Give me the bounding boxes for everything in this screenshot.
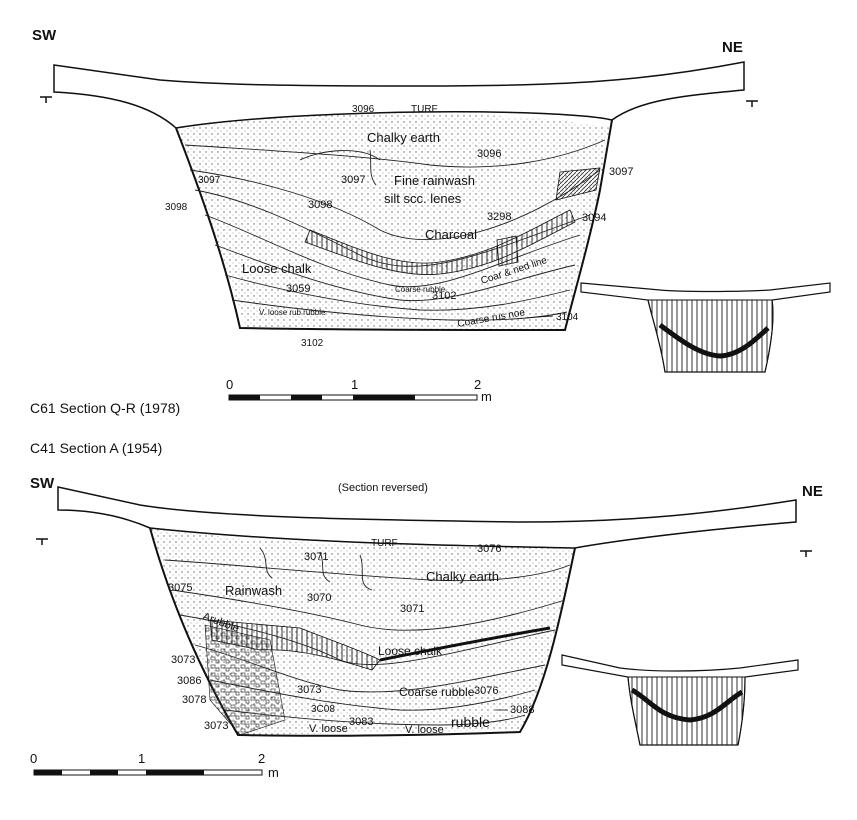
- label-3070: 3070: [307, 592, 331, 604]
- label-3094: 3094: [582, 212, 606, 224]
- turf-line-bottom: [57, 509, 797, 549]
- ditch-outline-bottom: [149, 527, 576, 737]
- label-3073c: 3073: [204, 720, 228, 732]
- hatched-band-bottom: [209, 619, 381, 671]
- label-3088: 3088: [510, 704, 534, 716]
- label-3102b: 3102: [301, 338, 324, 349]
- rubble-block-bottom: [204, 624, 286, 736]
- label-section-reversed: (Section reversed): [338, 482, 428, 494]
- label-3104: 3104: [556, 312, 579, 323]
- label-3098b: 3098: [308, 199, 332, 211]
- label-3073b: 3073: [297, 684, 321, 696]
- label-charcoal: Charcoal: [425, 227, 477, 242]
- label-3083: 3083: [349, 716, 373, 728]
- label-loose-chalk-bottom: Loose chalk: [378, 644, 443, 658]
- label-3c08: 3C08: [311, 704, 335, 715]
- scale-bottom-one: 1: [138, 751, 145, 766]
- scale-bottom-unit: m: [268, 765, 279, 780]
- caption-top-section: C61 Section Q-R (1978): [30, 400, 180, 416]
- datum-marker-left-bottom: [36, 538, 48, 545]
- scale-bottom-zero: 0: [30, 751, 37, 766]
- caption-bottom-section: C41 Section A (1954): [30, 440, 162, 456]
- label-3078: 3078: [182, 694, 206, 706]
- hatched-lens-3097-top: [555, 167, 601, 201]
- direction-sw-top: SW: [32, 27, 57, 44]
- label-3097c: 3097: [609, 166, 633, 178]
- datum-marker-left-top: [40, 96, 52, 103]
- label-3298: 3298: [487, 211, 511, 223]
- label-loose-chalk-top: Loose chalk: [242, 261, 312, 276]
- label-3096b: 3096: [477, 148, 501, 160]
- direction-ne-top: NE: [722, 39, 743, 56]
- label-3086: 3086: [177, 675, 201, 687]
- label-rainwash: Rainwash: [225, 583, 282, 598]
- datum-marker-right-top: [746, 100, 758, 107]
- ditch-fill-texture-top: [176, 112, 610, 330]
- label-chalky-earth-top: Chalky earth: [367, 130, 440, 145]
- section-bottom: C41 Section A (1954) (Section reversed) …: [30, 440, 823, 780]
- label-3075: 3075: [168, 582, 192, 594]
- label-chalky-earth-bottom: Chalky earth: [426, 569, 499, 584]
- section-top: SW NE 3096 TURF Chalky e: [30, 27, 831, 416]
- label-3071b: 3071: [400, 603, 424, 615]
- label-silt-lenses: silt scc. lenes: [384, 191, 462, 206]
- scale-bar-top: 0 1 2 m: [226, 377, 492, 404]
- scale-top-zero: 0: [226, 377, 233, 392]
- label-fine-rainwash: Fine rainwash: [394, 173, 475, 188]
- label-3102a: 3102: [432, 290, 456, 302]
- ditch-outline-top: [175, 119, 613, 332]
- label-3096-turf-num: 3096: [352, 104, 375, 115]
- leader-3104: [524, 315, 554, 319]
- datum-marker-right-bottom: [800, 550, 812, 557]
- label-coarse-rubble-small: Coarse rubble: [395, 285, 446, 294]
- inset-profile-top: [580, 282, 831, 373]
- label-v-loose-2: V. loose: [405, 724, 444, 736]
- scale-bottom-two: 2: [258, 751, 265, 766]
- turf-line-top: [53, 89, 745, 129]
- direction-ne-bottom: NE: [802, 483, 823, 500]
- label-turf-bottom: TURF: [371, 538, 398, 549]
- label-3098a: 3098: [165, 202, 188, 213]
- scale-bar-bottom: 0 1 2 m: [30, 751, 279, 780]
- label-turf-top: TURF: [411, 104, 438, 115]
- direction-sw-bottom: SW: [30, 475, 55, 492]
- dark-lens-bottom: [379, 626, 551, 662]
- label-3097a: 3097: [341, 174, 365, 186]
- label-v-loose-1: V. loose: [309, 723, 348, 735]
- label-3059: 3059: [286, 283, 310, 295]
- label-3073a: 3073: [171, 654, 195, 666]
- layer-lines-top: [184, 139, 606, 321]
- label-3076b: 3076: [474, 685, 498, 697]
- inset-profile-bottom: [561, 654, 799, 746]
- hatched-block-top: [496, 235, 519, 267]
- label-3076a: 3076: [477, 543, 501, 555]
- label-3097b: 3097: [198, 175, 221, 186]
- label-3071a: 3071: [304, 551, 328, 563]
- scale-top-one: 1: [351, 377, 358, 392]
- scale-top-unit: m: [481, 389, 492, 404]
- label-rubble: rubble: [451, 714, 490, 730]
- label-coarse-rubble-bottom: Coarse rubble: [399, 685, 475, 699]
- charcoal-band-top: [304, 209, 576, 275]
- scale-top-two: 2: [474, 377, 481, 392]
- label-v-loose-rubble-top: V. loose rub rubble: [259, 308, 326, 317]
